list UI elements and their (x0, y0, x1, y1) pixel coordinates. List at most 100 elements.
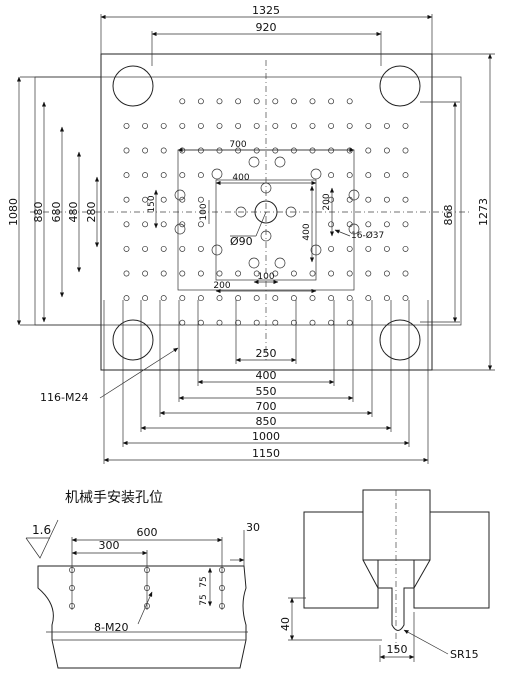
d37-hole (274, 156, 286, 168)
m24-hole (142, 295, 149, 302)
dim-75-upper: 75 (199, 576, 209, 587)
d37-hole (348, 223, 360, 235)
m24-hole (309, 295, 316, 302)
d37-hole (310, 168, 322, 180)
m24-hole (179, 270, 186, 277)
d37-hole (274, 257, 286, 269)
m24-hole (179, 295, 186, 302)
m24-hole (235, 295, 242, 302)
dim-30-robot: 30 (246, 521, 260, 534)
m24-hole (402, 172, 409, 179)
m24-hole (235, 319, 242, 326)
m24-hole (142, 196, 149, 203)
m24-hole (253, 270, 260, 277)
m24-hole (290, 122, 297, 129)
m24-hole (272, 270, 279, 277)
dim-bottom-700: 700 (256, 400, 277, 413)
m24-hole (328, 245, 335, 252)
m24-hole (216, 147, 223, 154)
d37-hole (211, 168, 223, 180)
m24-hole (160, 221, 167, 228)
center-hole-90 (254, 200, 278, 224)
dim-1325: 1325 (252, 4, 280, 17)
m24-hole (197, 221, 204, 228)
dim-1080: 1080 (7, 198, 20, 226)
m24-hole (402, 196, 409, 203)
m24-hole (402, 245, 409, 252)
m24-hole (290, 295, 297, 302)
m24-hole (309, 147, 316, 154)
m24-hole (402, 221, 409, 228)
m24-hole (216, 270, 223, 277)
dim-300-robot: 300 (99, 539, 120, 552)
d37-hole (260, 230, 272, 242)
m24-hole (328, 147, 335, 154)
m24-hole (197, 245, 204, 252)
d37-hole (248, 257, 260, 269)
nozzle-tip (377, 560, 415, 631)
m24-hole (365, 172, 372, 179)
m24-hole (328, 122, 335, 129)
m24-hole (179, 319, 186, 326)
m24-hole (309, 98, 316, 105)
m24-hole (383, 295, 390, 302)
dim-480: 480 (67, 202, 80, 223)
m24-hole (365, 270, 372, 277)
m24-hole (179, 147, 186, 154)
m24-hole (142, 221, 149, 228)
m24-hole (142, 147, 149, 154)
robot-section-title: 机械手安装孔位 (65, 490, 163, 506)
dim-868: 868 (442, 205, 455, 226)
dim-150: 150 (147, 195, 157, 212)
m24-hole (328, 295, 335, 302)
m24-hole (309, 122, 316, 129)
m24-hole (290, 147, 297, 154)
m24-hole (309, 319, 316, 326)
m24-hole (216, 98, 223, 105)
m24-hole (272, 122, 279, 129)
m24-hole (383, 270, 390, 277)
m24-hole (365, 196, 372, 203)
m24-hole (346, 245, 353, 252)
m24-hole (216, 295, 223, 302)
m24-hole (365, 221, 372, 228)
m24-hole (123, 270, 130, 277)
m24-hole (272, 98, 279, 105)
m24-hole (383, 172, 390, 179)
platen-extent-outline (34, 76, 462, 326)
m24-thread-callout: 116-M24 (40, 391, 88, 404)
dim-bottom-400: 400 (256, 369, 277, 382)
dim-280: 280 (85, 202, 98, 223)
m24-hole (346, 172, 353, 179)
robot-mount-body (37, 565, 247, 669)
d37-hole (211, 244, 223, 256)
d37-hole (174, 223, 186, 235)
m20-thread-callout: 8-M20 (94, 621, 128, 634)
holes-37-callout: 16-Ø37 (351, 230, 384, 241)
dim-200-bottom: 200 (213, 281, 230, 291)
m24-hole (179, 122, 186, 129)
m24-hole (346, 147, 353, 154)
m24-hole (328, 221, 335, 228)
center-hole-callout: Ø90 (230, 235, 253, 248)
m24-hole (123, 172, 130, 179)
dim-920: 920 (256, 21, 277, 34)
m24-hole (197, 147, 204, 154)
m24-hole (123, 122, 130, 129)
m24-hole (142, 122, 149, 129)
m24-hole (309, 270, 316, 277)
m24-hole (253, 98, 260, 105)
m24-hole (402, 295, 409, 302)
m24-hole (197, 98, 204, 105)
m24-hole (365, 147, 372, 154)
m24-hole (123, 295, 130, 302)
m24-hole (160, 270, 167, 277)
m24-hole (383, 196, 390, 203)
m24-hole (160, 172, 167, 179)
dim-bottom-1000: 1000 (252, 430, 280, 443)
left-dimensions: 1080 880 680 480 280 150 100 (7, 76, 210, 326)
d37-hole (174, 189, 186, 201)
m24-hole (402, 270, 409, 277)
